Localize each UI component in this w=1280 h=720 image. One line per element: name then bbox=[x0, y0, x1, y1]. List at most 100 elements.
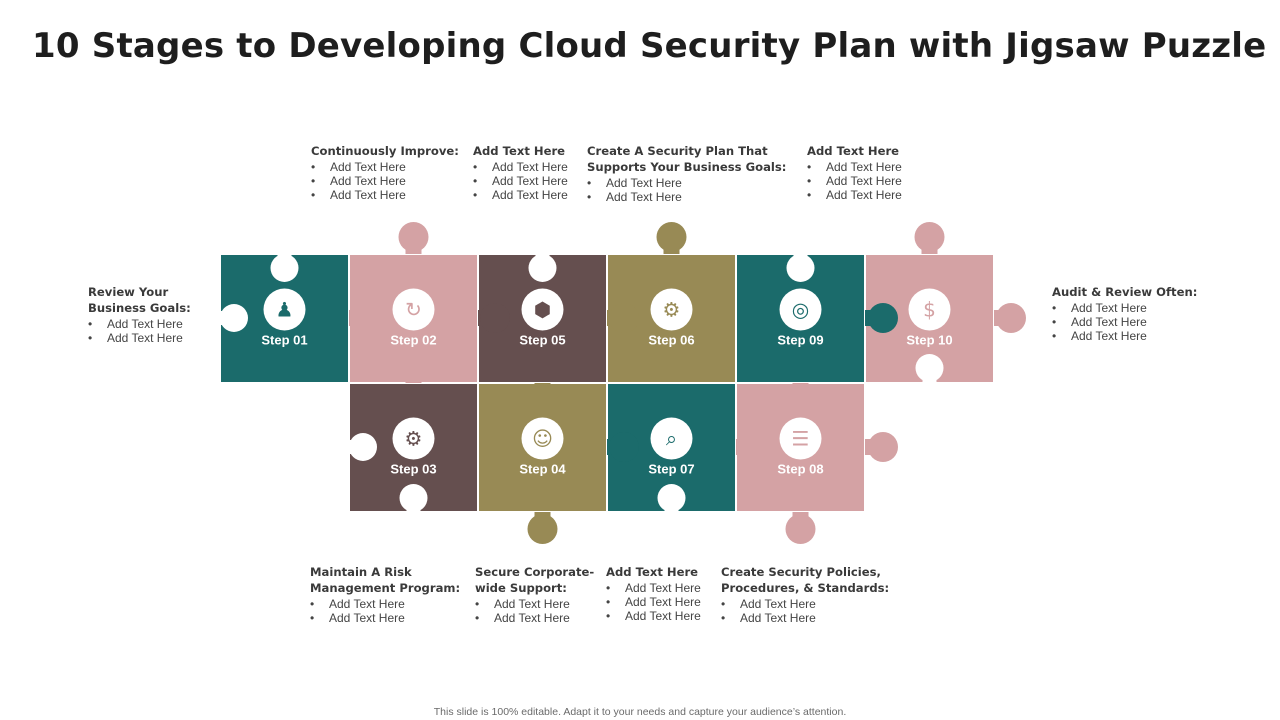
knob-step08-bottom bbox=[785, 512, 816, 544]
svg-text:☺: ☺ bbox=[532, 427, 553, 451]
bullet-item: Add Text Here bbox=[475, 611, 603, 625]
step-label: Step 09 bbox=[777, 333, 823, 348]
bullet-item: Add Text Here bbox=[606, 581, 716, 595]
bullet-item: Add Text Here bbox=[721, 597, 911, 611]
footer-note: This slide is 100% editable. Adapt it to… bbox=[433, 706, 847, 718]
cube-in-circle-icon: ⬢ bbox=[521, 288, 564, 331]
hole-step05-top bbox=[528, 254, 557, 282]
bullet-item: Add Text Here bbox=[311, 188, 471, 202]
step-label: Step 08 bbox=[777, 462, 823, 477]
bullet-item: Add Text Here bbox=[310, 611, 470, 625]
hole-step07-bottom bbox=[657, 484, 686, 512]
bullet-item: Add Text Here bbox=[606, 595, 716, 609]
knob-step02-into-step01 bbox=[349, 303, 381, 333]
bullet-item: Add Text Here bbox=[311, 160, 471, 174]
svg-text:⬢: ⬢ bbox=[534, 298, 551, 322]
svg-text:♟: ♟ bbox=[276, 298, 294, 322]
svg-text:↻: ↻ bbox=[405, 298, 422, 322]
page-title: 10 Stages to Developing Cloud Security P… bbox=[32, 26, 1267, 66]
svg-text:⚙: ⚙ bbox=[663, 298, 681, 322]
bullet-item: Add Text Here bbox=[807, 160, 917, 174]
bullet-item: Add Text Here bbox=[606, 609, 716, 623]
shield-gear-icon: ⚙ bbox=[650, 288, 693, 331]
knob-step04-into-step05 bbox=[527, 383, 558, 415]
hole-step09-top bbox=[786, 254, 815, 282]
gear-people-icon: ⚙ bbox=[392, 417, 435, 460]
knob-step08-into-step09 bbox=[785, 383, 816, 415]
bullet-item: Add Text Here bbox=[807, 188, 917, 202]
hole-step01-top bbox=[270, 254, 299, 282]
target-dart-icon: ◎ bbox=[779, 288, 822, 331]
step-label: Step 01 bbox=[261, 333, 307, 348]
step-label: Step 04 bbox=[519, 462, 566, 477]
block-heading: Add Text Here bbox=[606, 565, 699, 579]
bullet-item: Add Text Here bbox=[807, 174, 917, 188]
knob-step09-into-step10 bbox=[865, 303, 898, 333]
bullet-item: Add Text Here bbox=[721, 611, 911, 625]
hole-step03-bottom bbox=[399, 484, 428, 512]
step-label: Step 02 bbox=[390, 333, 436, 348]
document-shield-icon: ☰ bbox=[779, 417, 822, 460]
bullet-item: Add Text Here bbox=[88, 317, 208, 331]
person-shield-icon: ☺ bbox=[521, 417, 564, 460]
block-heading: Continuously Improve: bbox=[311, 144, 459, 158]
block-heading: Add Text Here bbox=[807, 144, 900, 158]
knob-step08-right bbox=[865, 432, 898, 462]
bullet-item: Add Text Here bbox=[473, 188, 583, 202]
circular-arrows-cycle-icon: ↻ bbox=[392, 288, 435, 331]
person-climbing-stairs-icon: ♟ bbox=[263, 288, 306, 331]
bullet-item: Add Text Here bbox=[311, 174, 471, 188]
knob-step10-right bbox=[994, 303, 1026, 333]
knob-step04-bottom bbox=[527, 512, 558, 544]
bullet-item: Add Text Here bbox=[587, 190, 797, 204]
dollar-magnifier-icon: $ bbox=[908, 288, 951, 331]
knob-step08-into-step07 bbox=[736, 432, 768, 462]
knob-step06-into-step05 bbox=[607, 303, 639, 333]
svg-text:⚙: ⚙ bbox=[405, 427, 423, 451]
bullet-item: Add Text Here bbox=[88, 331, 208, 345]
hole-step03-left bbox=[349, 433, 377, 461]
knob-step10-top bbox=[914, 222, 945, 254]
knob-step02-into-step03 bbox=[398, 352, 429, 383]
knob-step07-into-step04 bbox=[607, 432, 639, 462]
knob-step02-top bbox=[398, 222, 429, 254]
step-label: Step 07 bbox=[648, 462, 694, 477]
block-security-policies: Create Security Policies,Procedures, & S… bbox=[721, 564, 911, 625]
block-secure-corporate-support: Secure Corporate-wide Support: Add Text … bbox=[475, 564, 603, 625]
block-heading: Audit & Review Often: bbox=[1052, 285, 1198, 299]
step-label: Step 10 bbox=[906, 333, 952, 348]
bullet-item: Add Text Here bbox=[1052, 329, 1212, 343]
svg-text:☰: ☰ bbox=[792, 427, 810, 451]
svg-text:◎: ◎ bbox=[792, 298, 809, 322]
step-label: Step 05 bbox=[519, 333, 565, 348]
bullet-item: Add Text Here bbox=[473, 160, 583, 174]
block-heading: Add Text Here bbox=[473, 144, 566, 158]
bullet-item: Add Text Here bbox=[1052, 315, 1212, 329]
chart-magnifier-icon: ⌕ bbox=[650, 417, 693, 460]
hole-step01-left bbox=[220, 304, 248, 332]
knob-step05-into-step02 bbox=[478, 303, 510, 333]
bullet-item: Add Text Here bbox=[475, 597, 603, 611]
bullet-item: Add Text Here bbox=[587, 176, 797, 190]
step-label: Step 06 bbox=[648, 333, 694, 348]
block-heading: Secure Corporate-wide Support: bbox=[475, 565, 595, 595]
svg-text:$: $ bbox=[923, 298, 936, 322]
